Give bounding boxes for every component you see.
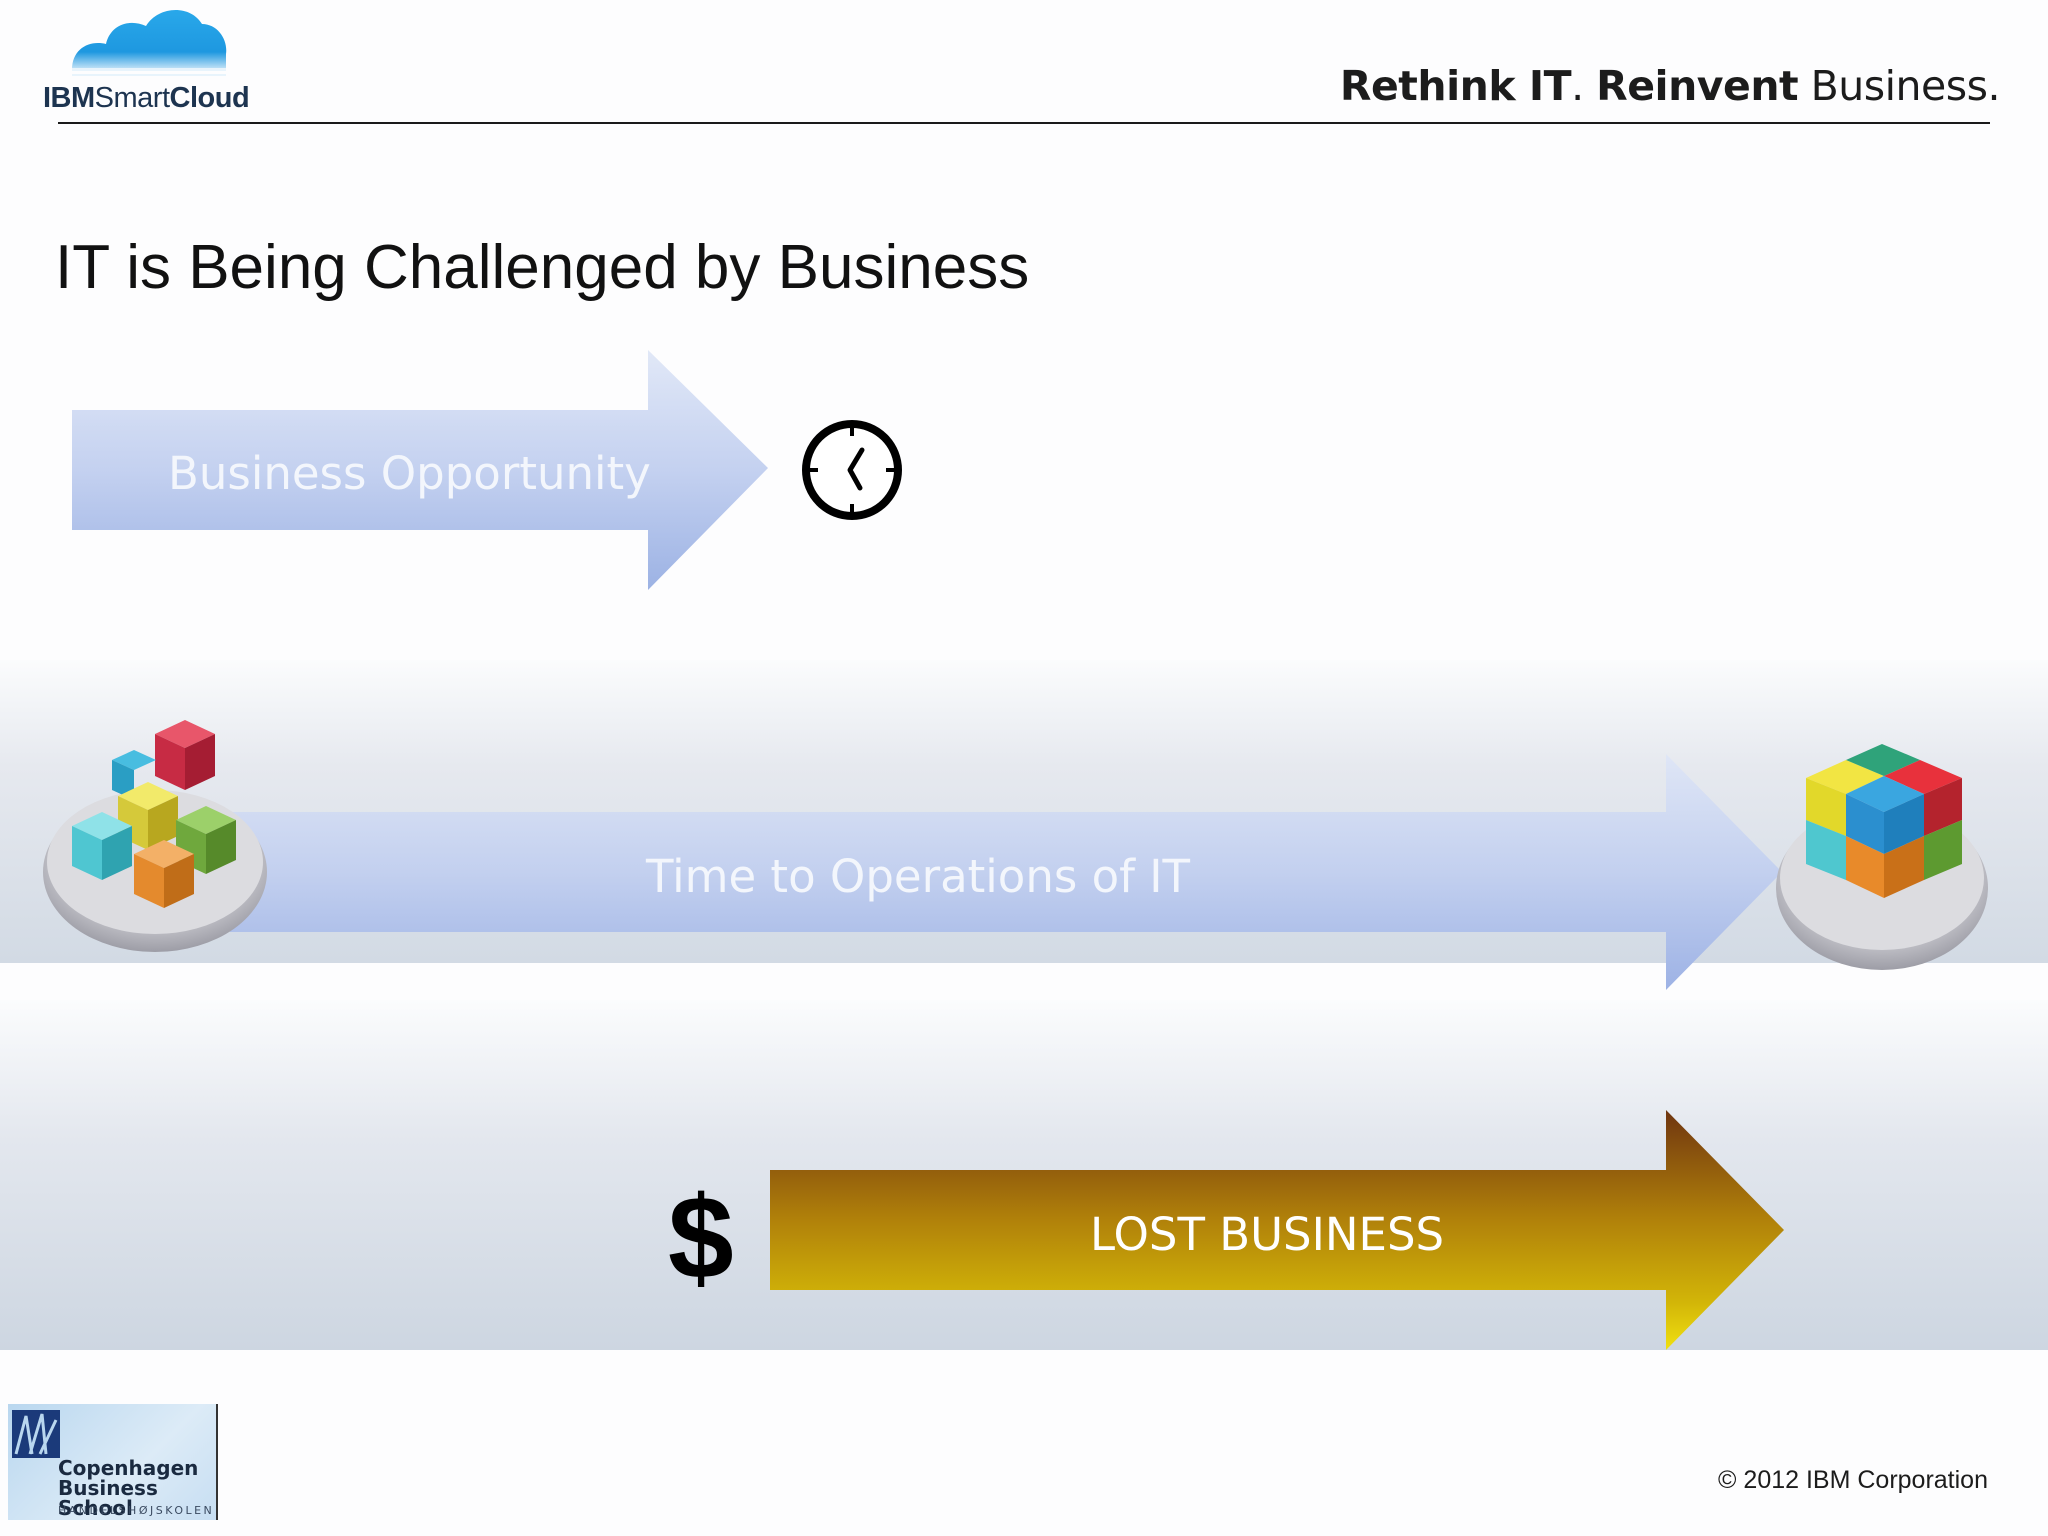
logo-cloud: Cloud — [169, 82, 250, 114]
cbs-logo — [8, 1404, 218, 1520]
cbs-name: Copenhagen Business School — [58, 1456, 199, 1520]
dollar-icon: $ — [668, 1172, 734, 1304]
tagline-separator: . — [1571, 62, 1584, 110]
tagline-business: Business. — [1798, 62, 2001, 110]
cbs-mark-icon — [12, 1410, 60, 1458]
ibm-smartcloud-logo: IBMSmartCloud — [43, 82, 250, 115]
tagline-rethink: Rethink IT — [1339, 62, 1572, 110]
time-to-operations-label: Time to Operations of IT — [646, 850, 1191, 903]
cbs-subtitle: HANDELSHØJSKOLEN — [58, 1504, 215, 1517]
logo-ibm: IBM — [43, 82, 95, 114]
business-opportunity-label: Business Opportunity — [168, 447, 651, 500]
clock-icon — [802, 420, 902, 520]
scattered-cubes-icon — [43, 720, 267, 952]
business-opportunity-arrow — [72, 350, 768, 590]
copyright: © 2012 IBM Corporation — [1718, 1466, 1988, 1494]
time-to-operations-arrow — [230, 754, 1782, 990]
lost-business-label: LOST BUSINESS — [1090, 1208, 1445, 1261]
logo-smart: Smart — [94, 82, 170, 114]
cloud-icon — [72, 9, 227, 76]
tagline-reinvent: Reinvent — [1596, 62, 1799, 110]
assembled-cube-icon — [1776, 744, 1988, 970]
header-divider — [58, 122, 1990, 124]
lost-business-arrow — [770, 1110, 1784, 1350]
slide-title: IT is Being Challenged by Business — [55, 233, 1030, 302]
tagline: Rethink IT. Reinvent Business. — [1339, 62, 2001, 110]
